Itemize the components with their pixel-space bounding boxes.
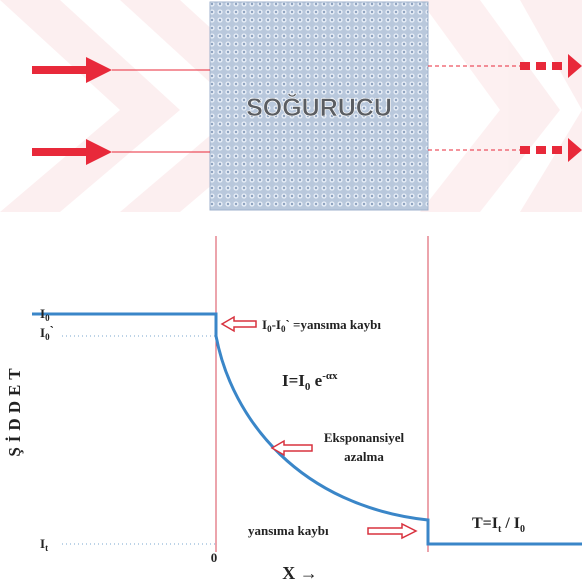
tick-i0-prime: I0` — [40, 323, 54, 342]
absorber-block — [209, 1, 429, 211]
intensity-curve — [32, 312, 582, 546]
y-axis-title: ŞİDDET — [5, 363, 24, 456]
exponential-decay-line2: azalma — [344, 449, 384, 464]
intensity-graph: ŞİDDET I0 I0` It 0 X → I0-I0` =yansıma k… — [5, 236, 582, 583]
incident-arrow-upper-icon — [32, 57, 112, 83]
reflection-loss-bottom-annotation: yansıma kaybı — [248, 522, 418, 540]
tick-i0: I0 — [40, 306, 50, 323]
exponential-decay-arrow-icon — [270, 439, 313, 457]
reflection-loss-bottom-arrow-icon — [367, 522, 418, 540]
incident-arrow-lower-icon — [32, 139, 112, 165]
transmittance-formula: T=It / I0 — [472, 515, 525, 535]
decay-equation: I=I0 e-αx — [282, 370, 338, 393]
reflection-loss-top-annotation: I0-I0` =yansıma kaybı — [220, 315, 381, 334]
absorber-label: SOĞURUCU — [246, 93, 392, 122]
exponential-decay-line1: Eksponansiyel — [324, 430, 405, 445]
reflection-loss-top-arrow-icon — [220, 315, 257, 333]
reflection-loss-bottom-label: yansıma kaybı — [248, 523, 329, 538]
top-illustration: SOĞURUCU — [0, 0, 582, 212]
transmitted-arrow-lower-icon — [520, 138, 582, 162]
exponential-decay-annotation: Eksponansiyel azalma — [270, 430, 405, 464]
reflection-loss-top-label: I0-I0` =yansıma kaybı — [262, 317, 381, 334]
transmitted-arrow-upper-icon — [520, 54, 582, 78]
tick-x0: 0 — [211, 550, 218, 565]
tick-it: It — [40, 536, 48, 553]
x-axis-label: X → — [282, 563, 318, 583]
